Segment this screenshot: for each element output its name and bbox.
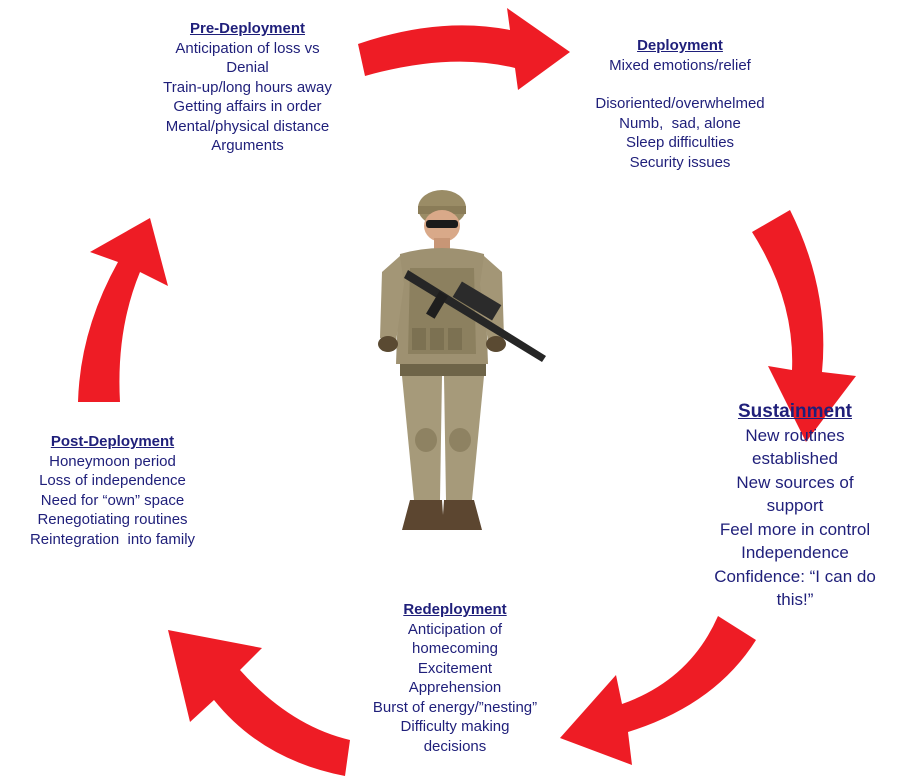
stage-line: Excitement: [417, 659, 493, 677]
stage-line: Need for “own” space: [40, 491, 185, 509]
stage-line: Apprehension: [408, 679, 502, 696]
stage-line: Independence: [741, 543, 849, 562]
stage-line: Difficulty making: [400, 718, 510, 735]
stage-line: Burst of energy/”nesting”: [372, 698, 538, 716]
stage-line: Disoriented/overwhelmed: [595, 95, 765, 112]
stage-line: Getting affairs in order: [173, 98, 322, 115]
stage-line: Anticipation of: [407, 620, 503, 638]
stage-line: support: [766, 496, 824, 515]
stage-line: homecoming: [412, 640, 498, 657]
arrow-post-to-pre: [78, 218, 168, 402]
stage-line: Honeymoon period: [49, 452, 176, 470]
stage-redeployment: Redeployment Anticipation of homecoming …: [345, 600, 565, 756]
stage-pre-deployment: Pre-Deployment Anticipation of loss vs D…: [130, 19, 365, 156]
stage-line: New routines: [745, 425, 845, 445]
stage-line: Mental/physical distance: [165, 117, 330, 135]
soldier-figure: [378, 190, 546, 530]
stage-line: Confidence: “I can do: [714, 566, 876, 586]
stage-title: Pre-Deployment: [189, 20, 306, 37]
stage-line: Denial: [226, 59, 269, 76]
stage-title: Redeployment: [403, 601, 507, 618]
arrow-pre-to-deployment: [358, 8, 570, 90]
stage-line: Loss of independence: [39, 472, 186, 489]
stage-title: Deployment: [637, 37, 723, 54]
arrow-deployment-to-sustainment: [752, 210, 856, 442]
stage-sustainment: Sustainment New routines established New…: [700, 400, 890, 612]
stage-title: Sustainment: [737, 401, 853, 422]
stage-title: Post-Deployment: [50, 433, 175, 450]
stage-deployment: Deployment Mixed emotions/relief Disorie…: [560, 36, 800, 172]
stage-line: Reintegration into family: [29, 530, 196, 548]
stage-line: this!”: [776, 590, 814, 609]
stage-line: decisions: [423, 737, 487, 755]
arrow-redeployment-to-post: [168, 630, 350, 776]
stage-line: Renegotiating routines: [37, 511, 188, 528]
stage-line: Mixed emotions/relief: [609, 56, 751, 74]
stage-line: Feel more in control: [719, 519, 871, 539]
stage-line: Sleep difficulties: [625, 134, 735, 151]
spacer: [560, 75, 800, 94]
stage-line: Train-up/long hours away: [163, 78, 332, 96]
stage-line: Numb, sad, alone: [619, 114, 741, 132]
stage-post-deployment: Post-Deployment Honeymoon period Loss of…: [0, 432, 225, 549]
stage-line: Security issues: [629, 153, 731, 171]
stage-line: Arguments: [211, 137, 284, 154]
stage-line: established: [751, 449, 838, 468]
stage-line: Anticipation of loss vs: [175, 39, 320, 57]
arrow-sustainment-to-redeployment: [560, 616, 756, 765]
stage-line: New sources of: [736, 472, 854, 492]
